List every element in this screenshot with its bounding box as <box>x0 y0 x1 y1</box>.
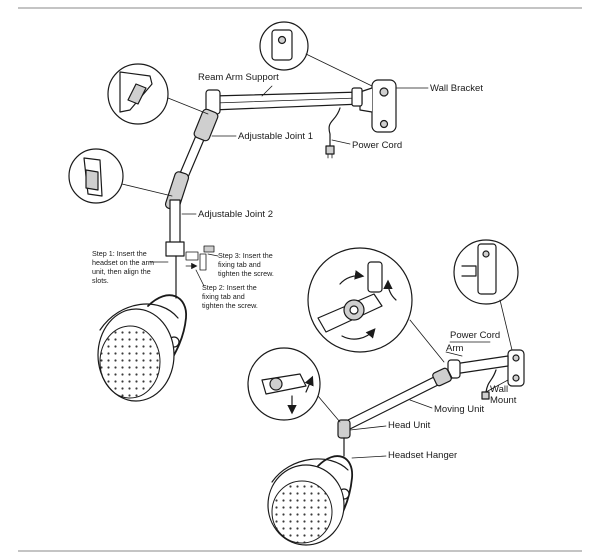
fixing-tab-detail <box>185 245 215 271</box>
label-step1: Step 1: Insert the headset on the arm un… <box>92 249 156 285</box>
label-ream-arm-support: Ream Arm Support <box>198 72 279 83</box>
adjustable-joint-2 <box>164 171 190 257</box>
label-wall-bracket: Wall Bracket <box>430 83 483 94</box>
label-power-cord-bottom: Power Cord <box>450 330 500 341</box>
label-headset-hanger: Headset Hanger <box>388 450 457 461</box>
power-cord-bottom <box>481 369 497 400</box>
lower-assembly: Power Cord Arm Wall Mount Moving Unit He… <box>247 239 525 546</box>
label-adjustable-joint-2: Adjustable Joint 2 <box>198 209 273 220</box>
upper-headset <box>97 255 187 402</box>
detail-circle-joint2 <box>68 148 173 204</box>
detail-circle-bracket <box>259 21 373 87</box>
step1-line4: slots. <box>92 276 109 285</box>
step1-line2: headset on the arm <box>92 258 154 267</box>
upper-assembly: Ream Arm Support Wall Bracket Adjustable… <box>68 21 483 402</box>
step3-line2: fixing tab and <box>218 260 261 269</box>
step2-line1: Step 2: Insert the <box>202 283 257 292</box>
ream-arm-support <box>205 87 363 115</box>
adjustable-joint-1 <box>177 108 219 183</box>
wall-mount-line1: Wall <box>490 384 508 395</box>
label-step2: Step 2: Insert the fixing tab and tighte… <box>202 283 259 310</box>
step1-line3: unit, then align the <box>92 267 151 276</box>
step3-line1: Step 3: Insert the <box>218 251 273 260</box>
lower-arm <box>447 355 509 379</box>
wall-mount <box>507 349 525 387</box>
label-wall-mount: Wall Mount <box>490 384 517 406</box>
label-moving-unit: Moving Unit <box>434 404 485 415</box>
power-cord-top <box>325 107 341 159</box>
head-unit <box>337 419 351 457</box>
label-head-unit: Head Unit <box>388 420 431 431</box>
wall-bracket <box>359 79 397 133</box>
detail-circle-wall <box>453 239 519 351</box>
step3-line3: tighten the screw. <box>218 269 274 278</box>
label-step3: Step 3: Insert the fixing tab and tighte… <box>218 251 275 278</box>
lower-headset <box>267 455 353 546</box>
step2-line3: tighten the screw. <box>202 301 258 310</box>
step2-line2: fixing tab and <box>202 292 245 301</box>
step1-line1: Step 1: Insert the <box>92 249 147 258</box>
wall-mount-line2: Mount <box>490 395 517 406</box>
detail-circle-pivot <box>307 247 445 363</box>
label-arm: Arm <box>446 343 464 354</box>
detail-circle-joint1 <box>107 63 209 125</box>
detail-circle-hanger <box>247 347 341 423</box>
label-power-cord-top: Power Cord <box>352 140 402 151</box>
label-adjustable-joint-1: Adjustable Joint 1 <box>238 131 313 142</box>
moving-unit <box>343 367 453 431</box>
